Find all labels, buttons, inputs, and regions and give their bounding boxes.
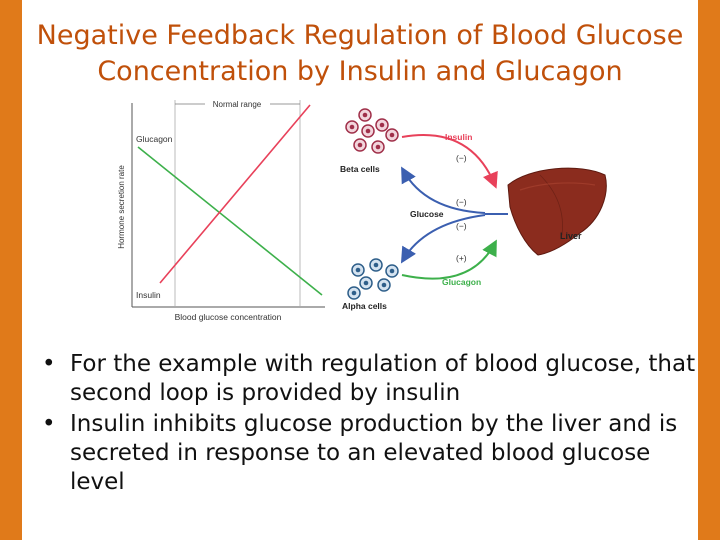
bullet-item-2: • Insulin inhibits glucose production by… <box>36 410 696 497</box>
insulin-curve <box>159 104 311 284</box>
bullet-marker: • <box>42 351 56 377</box>
liver-label: Liver <box>560 231 582 241</box>
bullet-text-1: For the example with regulation of blood… <box>70 351 696 406</box>
y-axis-label: Hormone secretion rate <box>117 165 126 249</box>
glucagon-sign: (+) <box>456 253 467 263</box>
glucagon-curve-label: Glucagon <box>136 134 173 144</box>
glucose-regulation-figure: Normal range Hormone secretion rate Bloo… <box>117 100 607 322</box>
bullet-text-2: Insulin inhibits glucose production by t… <box>70 411 678 495</box>
normal-range-label: Normal range <box>213 100 262 109</box>
beta-cells-label: Beta cells <box>340 164 380 174</box>
title-line-2: Concentration by Insulin and Glucagon <box>97 56 623 87</box>
insulin-arrow-label: Insulin <box>445 132 472 142</box>
liver-illustration <box>507 167 607 256</box>
beta-cells-illustration <box>345 108 399 154</box>
glucose-sign-lower: (−) <box>456 221 467 231</box>
glucagon-arrow <box>401 239 497 280</box>
bullet-marker: • <box>42 411 56 437</box>
alpha-cells-label: Alpha cells <box>342 301 387 311</box>
glucose-label: Glucose <box>410 209 444 219</box>
insulin-curve-label: Insulin <box>136 290 161 300</box>
secretion-graph: Normal range Hormone secretion rate Bloo… <box>117 100 325 322</box>
glucose-arrow-to-beta <box>401 166 486 214</box>
insulin-sign: (−) <box>456 153 467 163</box>
alpha-cells-illustration <box>347 258 399 300</box>
left-accent-bar <box>0 0 22 540</box>
insulin-arrow <box>401 134 498 189</box>
title-line-1: Negative Feedback Regulation of Blood Gl… <box>36 20 684 51</box>
glucose-sign-upper: (−) <box>456 197 467 207</box>
glucagon-curve <box>137 146 323 296</box>
glucose-arrow-to-alpha <box>400 214 486 264</box>
right-accent-bar <box>698 0 720 540</box>
bullet-item-1: • For the example with regulation of blo… <box>36 350 696 408</box>
x-axis-label: Blood glucose concentration <box>175 312 282 322</box>
glucagon-arrow-label: Glucagon <box>442 277 481 287</box>
slide-title: Negative Feedback Regulation of Blood Gl… <box>30 18 690 90</box>
bullet-list: • For the example with regulation of blo… <box>36 350 696 499</box>
